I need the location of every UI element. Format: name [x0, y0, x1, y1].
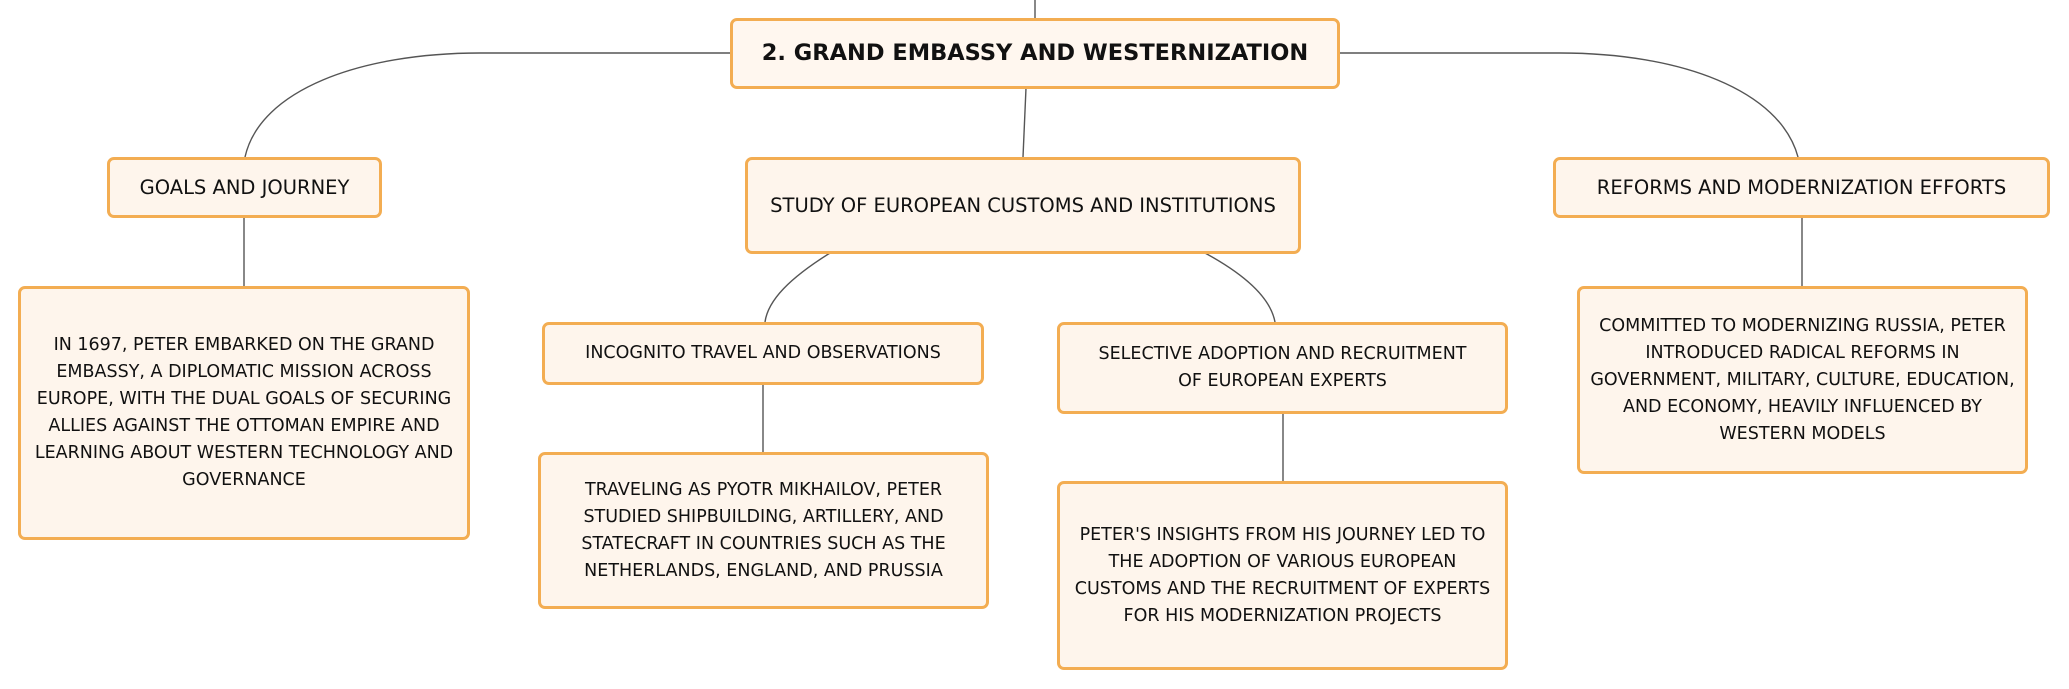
- incognito-travel-label: INCOGNITO TRAVEL AND OBSERVATIONS: [585, 343, 941, 363]
- selective-adoption-label: SELECTIVE ADOPTION AND RECRUITMENT OF EU…: [1098, 344, 1467, 391]
- selective-adoption-detail-text: PETER'S INSIGHTS FROM HIS JOURNEY LED TO…: [1074, 524, 1491, 626]
- goals-journey-detail-node[interactable]: IN 1697, PETER EMBARKED ON THE GRAND EMB…: [18, 286, 470, 540]
- reforms-modernization-detail-node[interactable]: COMMITTED TO MODERNIZING RUSSIA, PETER I…: [1577, 286, 2028, 474]
- connector-study-to-adoption: [1204, 252, 1276, 323]
- goals-journey-detail-text: IN 1697, PETER EMBARKED ON THE GRAND EMB…: [34, 335, 454, 490]
- goals-journey-label: GOALS AND JOURNEY: [139, 176, 350, 199]
- connector-root-to-study: [1022, 87, 1027, 158]
- incognito-travel-node[interactable]: INCOGNITO TRAVEL AND OBSERVATIONS: [542, 322, 984, 385]
- root-topic-label: 2. GRAND EMBASSY AND WESTERNIZATION: [761, 40, 1309, 66]
- reforms-modernization-label: REFORMS AND MODERNIZATION EFFORTS: [1596, 176, 2007, 199]
- selective-adoption-node[interactable]: SELECTIVE ADOPTION AND RECRUITMENT OF EU…: [1057, 322, 1508, 414]
- connector-study-to-incognito: [764, 252, 831, 323]
- study-european-customs-label: STUDY OF EUROPEAN CUSTOMS AND INSTITUTIO…: [770, 194, 1276, 217]
- incognito-travel-detail-node[interactable]: TRAVELING AS PYOTR MIKHAILOV, PETER STUD…: [538, 452, 989, 609]
- reforms-modernization-node[interactable]: REFORMS AND MODERNIZATION EFFORTS: [1553, 157, 2050, 218]
- goals-journey-node[interactable]: GOALS AND JOURNEY: [107, 157, 382, 218]
- study-european-customs-node[interactable]: STUDY OF EUROPEAN CUSTOMS AND INSTITUTIO…: [745, 157, 1301, 254]
- reforms-modernization-detail-text: COMMITTED TO MODERNIZING RUSSIA, PETER I…: [1590, 315, 2015, 444]
- connector-root-to-goals: [244, 52, 732, 158]
- selective-adoption-detail-node[interactable]: PETER'S INSIGHTS FROM HIS JOURNEY LED TO…: [1057, 481, 1508, 670]
- incognito-travel-detail-text: TRAVELING AS PYOTR MIKHAILOV, PETER STUD…: [581, 479, 946, 581]
- root-topic-node[interactable]: 2. GRAND EMBASSY AND WESTERNIZATION: [730, 18, 1340, 89]
- connector-root-to-reforms: [1338, 52, 1799, 158]
